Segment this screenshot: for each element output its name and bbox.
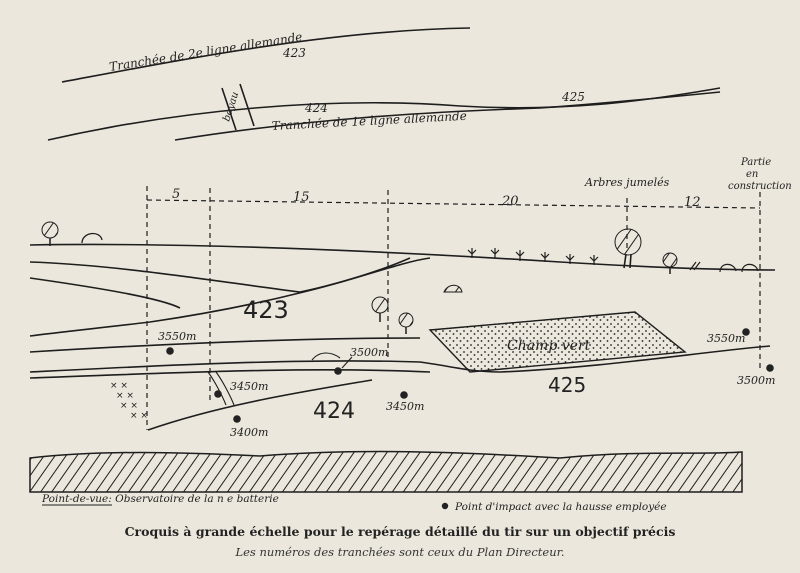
ground-line bbox=[29, 337, 421, 353]
svg-text:3450m: 3450m bbox=[230, 380, 268, 393]
svg-text:3550m: 3550m bbox=[707, 332, 745, 345]
parapet-foreground bbox=[29, 450, 743, 493]
construction-label-line2: en bbox=[746, 169, 758, 180]
boyau-left-edge bbox=[221, 87, 237, 131]
trench-425-lower-edge bbox=[29, 369, 431, 379]
tree-center-2 bbox=[398, 312, 414, 334]
boyau-right-edge bbox=[239, 83, 255, 127]
trench-425-edge bbox=[29, 345, 771, 373]
trench-423-slope bbox=[29, 277, 181, 309]
svg-text:3500m: 3500m bbox=[737, 374, 775, 387]
twin-trees bbox=[614, 228, 642, 269]
trench-425-number: 425 bbox=[548, 373, 586, 397]
impact-6: 3550m bbox=[707, 328, 750, 345]
svg-text:3400m: 3400m bbox=[230, 426, 268, 439]
shrubs-right bbox=[689, 261, 759, 273]
caption-subtitle: Les numéros des tranchées sont ceux du P… bbox=[235, 545, 565, 559]
trench-424-number: 424 bbox=[313, 399, 355, 424]
tree-left bbox=[41, 221, 59, 246]
distance-2: 15 bbox=[293, 190, 310, 205]
observatory-marks: × × × × × × × × bbox=[110, 381, 148, 421]
svg-text:Tranchée de 2e ligne allemande: Tranchée de 2e ligne allemande bbox=[108, 30, 303, 74]
trench-424-edge bbox=[147, 379, 373, 431]
tree-center-1 bbox=[371, 296, 389, 322]
distance-1: 5 bbox=[172, 187, 180, 202]
svg-text:3450m: 3450m bbox=[386, 400, 424, 413]
impact-3: 3450m bbox=[214, 380, 268, 398]
sight-lines bbox=[146, 186, 761, 430]
champ-vert-label: Champ vert bbox=[507, 338, 591, 354]
trench-425-top-number: 425 bbox=[561, 90, 585, 104]
trench-423-number: 423 bbox=[243, 296, 289, 324]
impact-legend: Point d'impact avec la hausse employée bbox=[454, 501, 667, 513]
svg-text:× ×: × × bbox=[120, 401, 138, 411]
bush-left bbox=[81, 232, 103, 244]
impact-5: 3400m bbox=[230, 415, 268, 439]
trench-424-top-number: 424 bbox=[304, 101, 328, 115]
svg-text:Tranchée de 1e ligne allemande: Tranchée de 1e ligne allemande bbox=[271, 109, 467, 133]
construction-label-line3: construction bbox=[728, 181, 792, 192]
caption-title: Croquis à grande échelle pour le repérag… bbox=[124, 524, 676, 539]
first-line-label: Tranchée de 1e ligne allemande bbox=[271, 109, 467, 133]
trench-424-boyau-edge bbox=[215, 371, 235, 406]
svg-text:× ×: × × bbox=[130, 411, 148, 421]
svg-text:× ×: × × bbox=[116, 391, 134, 401]
trees-label: Arbres jumelés bbox=[584, 176, 670, 189]
impact-7: 3500m bbox=[737, 364, 775, 387]
distance-3: 20 bbox=[501, 194, 519, 209]
horizon-line bbox=[29, 243, 776, 271]
impact-1: 3550m bbox=[158, 330, 196, 355]
svg-text:3500m: 3500m bbox=[350, 346, 388, 359]
tree-right bbox=[662, 252, 678, 274]
impact-4: 3450m bbox=[386, 391, 424, 413]
distance-4: 12 bbox=[684, 195, 701, 210]
trench-423-upper-edge bbox=[29, 257, 431, 293]
trench-423-top-number: 423 bbox=[282, 46, 306, 60]
trench-423-lower-edge bbox=[29, 257, 411, 337]
distance-line bbox=[146, 199, 761, 209]
construction-label-line1: Partie bbox=[740, 157, 771, 168]
second-line-trench bbox=[61, 27, 471, 83]
trench-424-boyau bbox=[207, 371, 227, 406]
impact-2: 3500m bbox=[334, 346, 388, 375]
svg-text:3550m: 3550m bbox=[158, 330, 196, 343]
tree-row bbox=[467, 248, 599, 265]
svg-text:× ×: × × bbox=[110, 381, 128, 391]
second-line-label: Tranchée de 2e ligne allemande bbox=[108, 30, 303, 74]
impact-legend-dot bbox=[441, 502, 449, 510]
viewpoint-legend: Point-de-vue: Observatoire de la n e bat… bbox=[41, 493, 279, 505]
bush-center bbox=[443, 284, 463, 293]
shelter-mound bbox=[311, 352, 341, 361]
first-line-trench bbox=[174, 91, 721, 141]
